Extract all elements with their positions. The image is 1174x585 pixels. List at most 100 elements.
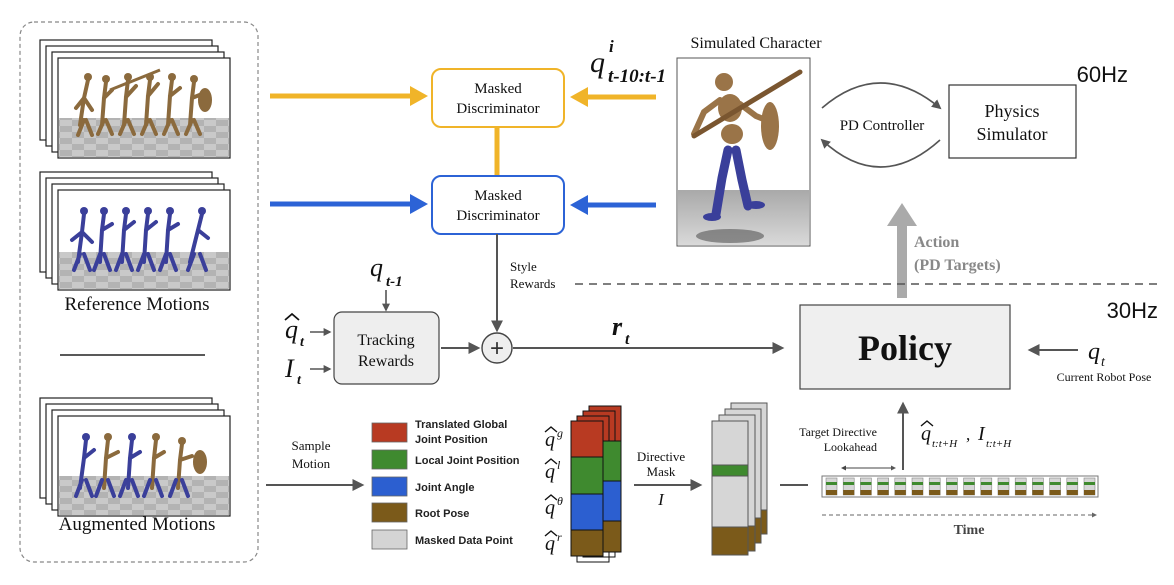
svg-text:r: r xyxy=(557,530,562,544)
legend-swatch-root-pose xyxy=(371,502,408,523)
legend-swatch-local-position xyxy=(371,449,408,470)
physics-simulator-line1: Physics xyxy=(984,101,1039,121)
timeline-cell xyxy=(825,477,838,496)
character-arrow-head-bottom xyxy=(570,195,588,215)
pd-loop-bottom-arrow xyxy=(820,138,941,168)
q-root-label: q xyxy=(545,533,555,555)
masked-discriminator-bottom-line1: Masked xyxy=(474,188,522,204)
mask-input-label: I t xyxy=(284,354,302,388)
q-angle-label: q xyxy=(545,497,555,519)
svg-text:t:t+H: t:t+H xyxy=(986,438,1012,450)
svg-text:t: t xyxy=(300,335,305,350)
rate-60hz-label: 60Hz xyxy=(1077,62,1128,87)
style-rewards-line1: Style xyxy=(510,259,537,274)
svg-text:r: r xyxy=(612,312,623,341)
reward-label: r t xyxy=(612,312,630,348)
lookahead-line2: Lookahead xyxy=(824,440,877,454)
simulated-character-image xyxy=(676,57,811,247)
legend-swatch-joint-angle xyxy=(371,476,408,497)
svg-text:t-10:t-1: t-10:t-1 xyxy=(608,66,666,87)
svg-text:q: q xyxy=(590,46,605,79)
sum-symbol: + xyxy=(490,335,504,362)
action-arrow-head xyxy=(887,203,917,226)
pd-loop-top-arrow xyxy=(821,82,942,110)
timeline-cell xyxy=(911,477,924,496)
action-label: Action xyxy=(914,234,959,251)
sample-motion-line1: Sample xyxy=(292,438,331,453)
timeline-cell xyxy=(894,477,907,496)
augmented-arrow-head xyxy=(410,194,428,214)
svg-text:t:t+H: t:t+H xyxy=(932,438,958,450)
q-local-label: q xyxy=(545,461,555,483)
legend-swatch-global-position xyxy=(371,422,408,443)
physics-simulator-box xyxy=(948,84,1077,159)
svg-text:t-1: t-1 xyxy=(386,274,403,290)
pd-controller-label: PD Controller xyxy=(840,118,925,134)
timeline-cell xyxy=(997,477,1010,496)
rate-30hz-label: 30Hz xyxy=(1107,298,1158,323)
masked-discriminator-bottom xyxy=(431,175,565,235)
svg-text:q: q xyxy=(921,423,931,445)
svg-text:l: l xyxy=(557,458,561,472)
svg-text:t: t xyxy=(297,373,302,388)
masked-discriminator-top-line1: Masked xyxy=(474,81,522,97)
history-observation-label: q i t-10:t-1 xyxy=(590,37,666,87)
q-global-label: q xyxy=(545,429,555,451)
svg-text:g: g xyxy=(557,426,563,440)
reference-motions-label: Reference Motions xyxy=(64,294,209,315)
physics-simulator-line2: Simulator xyxy=(977,124,1048,144)
simulated-character-label: Simulated Character xyxy=(690,35,822,52)
svg-text:q: q xyxy=(1088,339,1100,365)
reference-feature-stack xyxy=(570,405,622,563)
legend-label-global-position-2: Joint Position xyxy=(415,434,488,446)
character-arrow-head-top xyxy=(570,87,588,107)
tracking-rewards-line1: Tracking xyxy=(357,332,414,349)
augmented-motions-label: Augmented Motions xyxy=(59,514,216,535)
timeline-cell xyxy=(963,477,975,496)
lookahead-line1: Target Directive xyxy=(799,425,877,439)
retargeted-motion-frames xyxy=(39,171,231,291)
timeline-cell xyxy=(1066,477,1079,496)
time-label: Time xyxy=(954,523,985,538)
timeline-cell xyxy=(842,477,855,496)
timeline-cell xyxy=(1049,477,1061,496)
svg-text:I: I xyxy=(977,423,986,445)
policy-box xyxy=(799,304,1011,390)
legend-swatch-masked xyxy=(371,529,408,550)
svg-text:q: q xyxy=(370,253,383,282)
legend-label-joint-angle: Joint Angle xyxy=(415,482,474,494)
timeline-cell xyxy=(928,477,941,496)
reward-sum-node xyxy=(481,332,513,364)
directive-mask-symbol: I xyxy=(657,490,665,509)
reference-motion-frames xyxy=(39,39,231,159)
lookahead-input-label: q t:t+H , I t:t+H xyxy=(920,420,1012,450)
svg-text:q: q xyxy=(285,315,298,344)
tracking-rewards-line2: Rewards xyxy=(358,353,414,370)
policy-label: Policy xyxy=(858,328,952,368)
motion-dataset-panel xyxy=(19,21,259,563)
style-rewards-line2: Rewards xyxy=(510,276,556,291)
augmented-motion-frames xyxy=(39,397,231,517)
timeline-cell xyxy=(1083,477,1096,496)
reference-arrow-head xyxy=(410,86,428,106)
svg-text:θ: θ xyxy=(557,494,563,508)
timeline-cell xyxy=(877,477,889,496)
timeline-cell xyxy=(1014,477,1027,496)
svg-text:I: I xyxy=(284,354,295,383)
masked-feature-stack xyxy=(711,402,768,556)
legend-label-global-position-1: Translated Global xyxy=(415,419,507,431)
directive-timeline xyxy=(821,475,1099,498)
svg-text:t: t xyxy=(625,331,630,348)
q-prev-label: q t-1 xyxy=(370,253,403,290)
feature-labels: q g q l q θ q r xyxy=(544,426,563,555)
current-robot-pose-label: Current Robot Pose xyxy=(1057,370,1152,384)
timeline-cell xyxy=(980,477,993,496)
pd-targets-label: (PD Targets) xyxy=(914,257,1001,274)
sample-motion-line2: Motion xyxy=(292,456,331,471)
legend-label-root-pose: Root Pose xyxy=(415,508,469,520)
directive-mask-line2: Mask xyxy=(647,464,676,479)
legend-label-local-position: Local Joint Position xyxy=(415,455,520,467)
action-arrow-shaft xyxy=(897,225,907,298)
directive-mask-line1: Directive xyxy=(637,449,686,464)
